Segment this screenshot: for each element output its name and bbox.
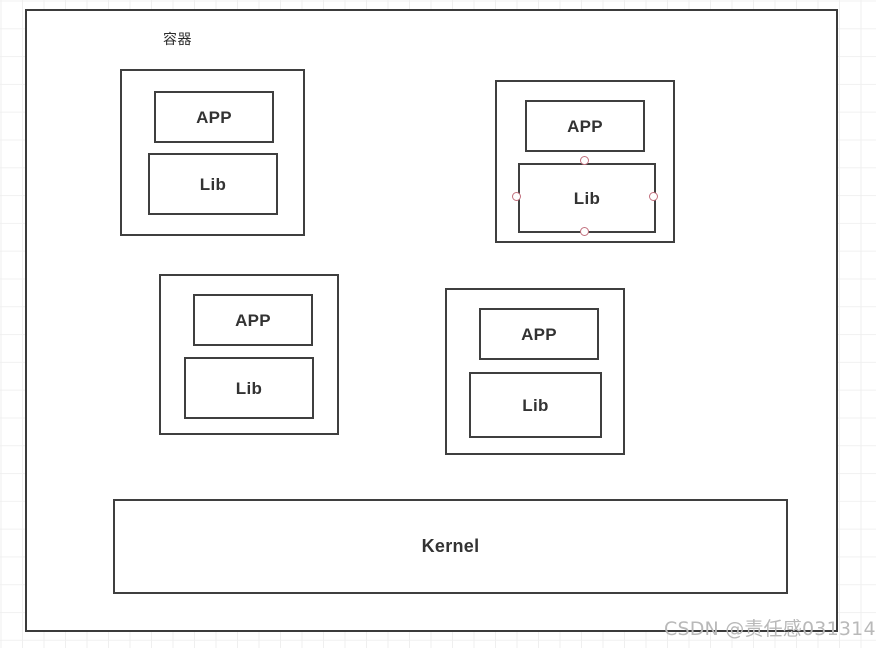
pod-bottom-right-lib-box[interactable]: Lib <box>469 372 602 438</box>
pod-bottom-right[interactable]: APP Lib <box>445 288 625 455</box>
pod-top-right[interactable]: APP Lib <box>495 80 675 243</box>
selection-handle-top[interactable] <box>580 156 589 165</box>
container-label: 容器 <box>163 32 192 48</box>
pod-top-left[interactable]: APP Lib <box>120 69 305 236</box>
pod-bottom-right-app-box[interactable]: APP <box>479 308 599 360</box>
pod-bottom-left-lib-label: Lib <box>235 378 263 398</box>
kernel-box[interactable]: Kernel <box>113 499 788 594</box>
pod-top-right-app-box[interactable]: APP <box>525 100 645 152</box>
pod-top-right-app-label: APP <box>567 116 603 136</box>
pod-bottom-right-lib-label: Lib <box>522 395 549 415</box>
pod-top-left-app-label: APP <box>196 107 232 127</box>
pod-bottom-left-lib-box[interactable]: Lib <box>184 357 314 419</box>
pod-top-right-lib-label: Lib <box>573 188 601 208</box>
selection-handle-right[interactable] <box>649 192 658 201</box>
pod-top-left-lib-box[interactable]: Lib <box>148 153 278 215</box>
pod-bottom-right-app-label: APP <box>521 324 557 344</box>
pod-bottom-left-app-box[interactable]: APP <box>193 294 313 346</box>
pod-top-left-lib-label: Lib <box>199 174 227 194</box>
kernel-label: Kernel <box>421 536 480 556</box>
pod-bottom-left-app-label: APP <box>235 310 271 330</box>
selection-handle-left[interactable] <box>512 192 521 201</box>
watermark-text: CSDN @责任感031314 <box>664 618 876 640</box>
pod-top-right-lib-box[interactable]: Lib <box>518 163 656 233</box>
pod-bottom-left[interactable]: APP Lib <box>159 274 339 435</box>
selection-handle-bottom[interactable] <box>580 227 589 236</box>
pod-top-left-app-box[interactable]: APP <box>154 91 274 143</box>
